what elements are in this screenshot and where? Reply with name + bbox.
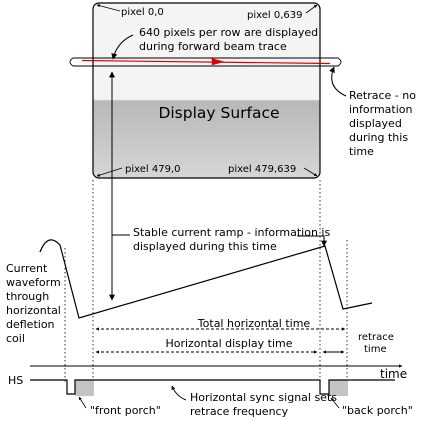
corner-label-top-left: pixel 0,0 — [121, 7, 164, 18]
timing-guides — [64, 180, 348, 382]
retrace-time-label-line2: time — [364, 344, 387, 355]
front-porch-label: "front porch" — [90, 404, 161, 417]
hs-label: HS — [8, 374, 23, 387]
hsync-waveform — [30, 379, 395, 395]
waveform-curve — [39, 239, 373, 319]
retrace-note-line2: information — [349, 103, 413, 116]
sync-note-line2: retrace frequency — [190, 405, 289, 418]
current-waveform: Current waveform through horizontal defl… — [6, 239, 373, 345]
waveform-label-line5: defletion — [6, 318, 55, 331]
retrace-note-line3: displayed — [349, 117, 402, 130]
corner-label-top-right: pixel 0,639 — [247, 10, 302, 21]
beam-note-line1: 640 pixels per row are displayed — [139, 26, 318, 39]
retrace-note: Retrace - no information displayed durin… — [329, 66, 416, 158]
sync-note-line1: Horizontal sync signal sets — [190, 391, 337, 404]
total-time-label: Total horizontal time — [197, 317, 311, 330]
waveform-label-line6: coil — [6, 332, 25, 345]
corner-label-bottom-left: pixel 479,0 — [125, 164, 180, 175]
time-axis-label: time — [380, 367, 407, 381]
screen-title: Display Surface — [158, 104, 279, 122]
retrace-note-pointer — [329, 66, 347, 97]
back-porch-pointer — [330, 397, 340, 409]
ramp-arrow-right — [297, 235, 327, 247]
beam-trace: 640 pixels per row are displayed during … — [69, 26, 342, 67]
front-porch-pointer — [78, 396, 87, 409]
retrace-note-line1: Retrace - no — [349, 89, 416, 102]
retrace-tube — [69, 57, 342, 67]
ramp-note: Stable current ramp - information is dis… — [109, 71, 330, 301]
corner-arrow-bottom-right — [303, 167, 318, 177]
ramp-note-line2: displayed during this time — [133, 240, 277, 253]
corner-arrow-bottom-left — [96, 167, 123, 177]
beam-note-pointer — [111, 34, 134, 60]
ramp-note-line1: Stable current ramp - information is — [133, 226, 330, 239]
waveform-label-line3: through — [6, 290, 49, 303]
beam-direction-arrow — [211, 58, 225, 66]
display-surface: Display Surface pixel 0,0 pixel 0,639 pi… — [92, 2, 321, 179]
waveform-label-line2: waveform — [6, 276, 61, 289]
ramp-arrow-left — [109, 234, 130, 301]
back-porch-shade — [329, 380, 348, 396]
timing-dimensions: Total horizontal time Horizontal display… — [95, 317, 394, 355]
corner-arrow-top-left — [96, 4, 121, 12]
display-time-label: Horizontal display time — [165, 337, 292, 350]
forward-beam-line — [81, 59, 331, 65]
front-porch-shade — [75, 380, 94, 396]
waveform-label-line4: horizontal — [6, 304, 61, 317]
time-axis: time — [30, 364, 407, 381]
retrace-note-line5: time — [349, 145, 374, 158]
retrace-time-label-line1: retrace — [358, 332, 394, 343]
waveform-label-line1: Current — [6, 262, 48, 275]
sync-note-pointer — [171, 385, 187, 401]
corner-arrow-top-right — [305, 4, 318, 14]
beam-note-line2: during forward beam trace — [139, 40, 287, 53]
screen-rect — [92, 2, 321, 179]
back-porch-label: "back porch" — [342, 404, 413, 417]
hsync-signal: HS Horizontal sync signal sets retrace f… — [8, 374, 413, 418]
retrace-note-line4: during this — [349, 131, 408, 144]
corner-label-bottom-right: pixel 479,639 — [228, 164, 296, 175]
